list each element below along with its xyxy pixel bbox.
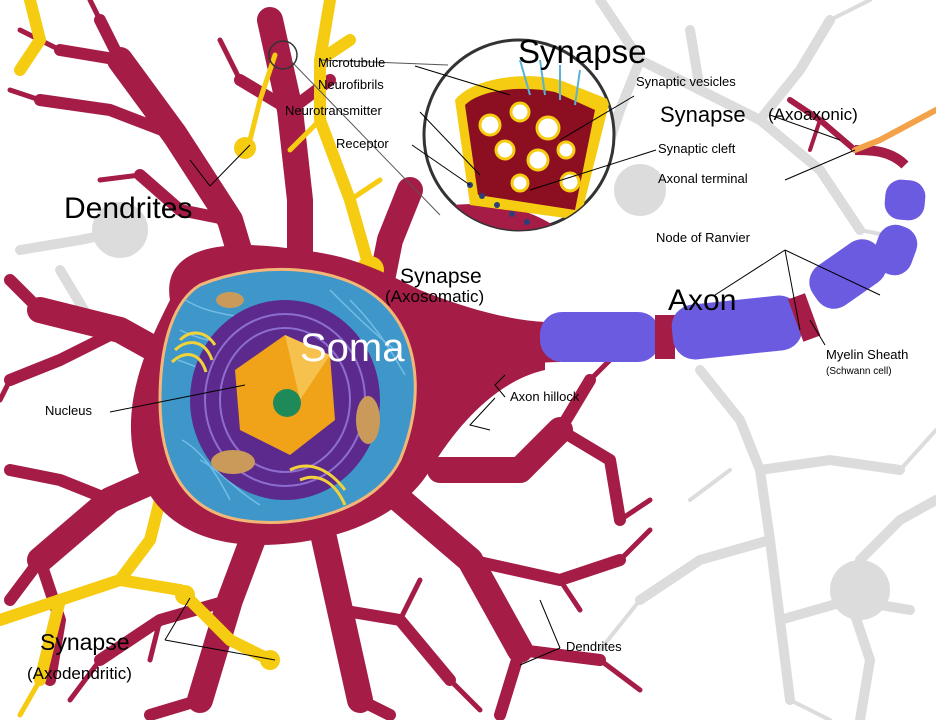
synapse-axoaxonic-label: Synapse	[660, 103, 746, 127]
axoaxonic-sublabel: (Axoaxonic)	[768, 106, 858, 125]
axon-hillock-label: Axon hillock	[510, 390, 579, 404]
neurofibrils-label: Neurofibrils	[318, 78, 384, 92]
schwann-cell-label: (Schwann cell)	[826, 366, 892, 377]
synapse-axosomatic-label: Synapse	[400, 265, 482, 288]
synaptic-cleft-label: Synaptic cleft	[658, 142, 735, 156]
synapse-title: Synapse	[518, 34, 646, 70]
axonal-terminal-label: Axonal terminal	[658, 172, 748, 186]
dendrites-top-label: Dendrites	[64, 192, 192, 225]
synapse-axodendritic-label: Synapse	[40, 630, 130, 655]
microtubule-label: Microtubule	[318, 56, 385, 70]
dendrites-bottom-label: Dendrites	[566, 640, 622, 654]
soma-label: Soma	[300, 326, 405, 370]
receptor-label: Receptor	[336, 137, 389, 151]
axodendritic-sublabel: (Axodendritic)	[27, 665, 132, 684]
axon-label: Axon	[668, 284, 736, 317]
synaptic-vesicles-label: Synaptic vesicles	[636, 75, 736, 89]
node-of-ranvier-label: Node of Ranvier	[656, 231, 750, 245]
neurotransmitter-label: Neurotransmitter	[285, 104, 382, 118]
nucleus-label: Nucleus	[45, 404, 92, 418]
myelin-sheath-label: Myelin Sheath	[826, 348, 908, 362]
axosomatic-sublabel: (Axosomatic)	[385, 288, 484, 307]
